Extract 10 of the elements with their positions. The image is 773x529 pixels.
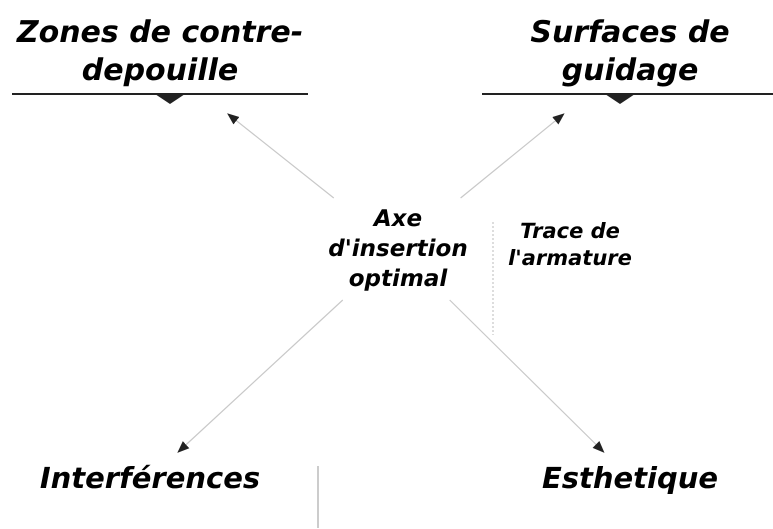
node-label: Zones de contre-depouille [15,14,304,90]
node-label: Surfaces de guidage [529,14,731,90]
node-label: Axe d'insertion optimal [327,205,469,294]
arrow [227,113,334,198]
arrow [460,113,565,198]
node-label: Esthetique [542,460,718,496]
node-label: Trace de l'armature [507,218,633,272]
arrow [449,300,605,453]
arrow [177,300,344,453]
node-label: Interférences [40,460,260,496]
